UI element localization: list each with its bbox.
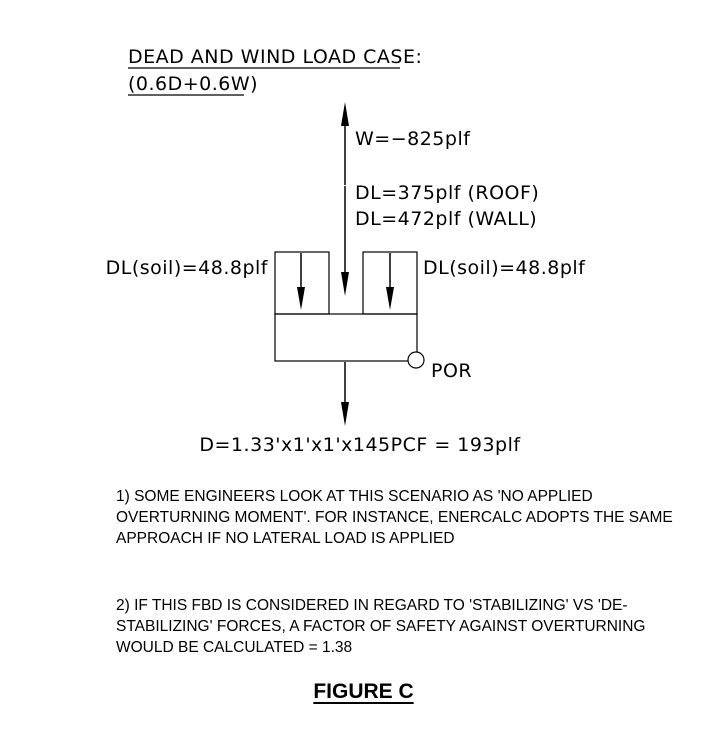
soil-load-left-label: DL(soil)=48.8plf	[106, 257, 269, 279]
dead-load-roof-label: DL=375plf (ROOF)	[355, 182, 539, 204]
note-1: 1) SOME ENGINEERS LOOK AT THIS SCENARIO …	[116, 488, 673, 547]
note-2: 2) IF THIS FBD IS CONSIDERED IN REGARD T…	[116, 597, 646, 656]
wind-load-arrow	[341, 102, 349, 185]
dead-load-wall-label: DL=472plf (WALL)	[355, 208, 537, 230]
point-of-rotation-label: POR	[431, 360, 472, 382]
footing	[274, 313, 418, 362]
figure-caption-text: FIGURE C	[313, 680, 414, 703]
footing-weight-arrow	[341, 362, 349, 426]
dead-load-arrow	[341, 186, 349, 296]
soil-load-right-label: DL(soil)=48.8plf	[423, 257, 586, 279]
wind-load-label: W=−825plf	[355, 128, 471, 150]
footing-weight-label: D=1.33'x1'x1'x145PCF = 193plf	[199, 434, 521, 456]
figure-caption: FIGURE C	[0, 680, 727, 704]
soil-block-left	[274, 251, 330, 315]
load-case-combination: (0.6D+0.6W)	[128, 73, 258, 95]
soil-load-arrow-left	[297, 253, 305, 310]
load-case-title: DEAD AND WIND LOAD CASE:	[128, 46, 422, 68]
soil-load-arrow-right	[386, 253, 394, 310]
free-body-diagram: DEAD AND WIND LOAD CASE: (0.6D+0.6W) W=−…	[106, 46, 586, 456]
point-of-rotation-marker	[407, 351, 425, 369]
